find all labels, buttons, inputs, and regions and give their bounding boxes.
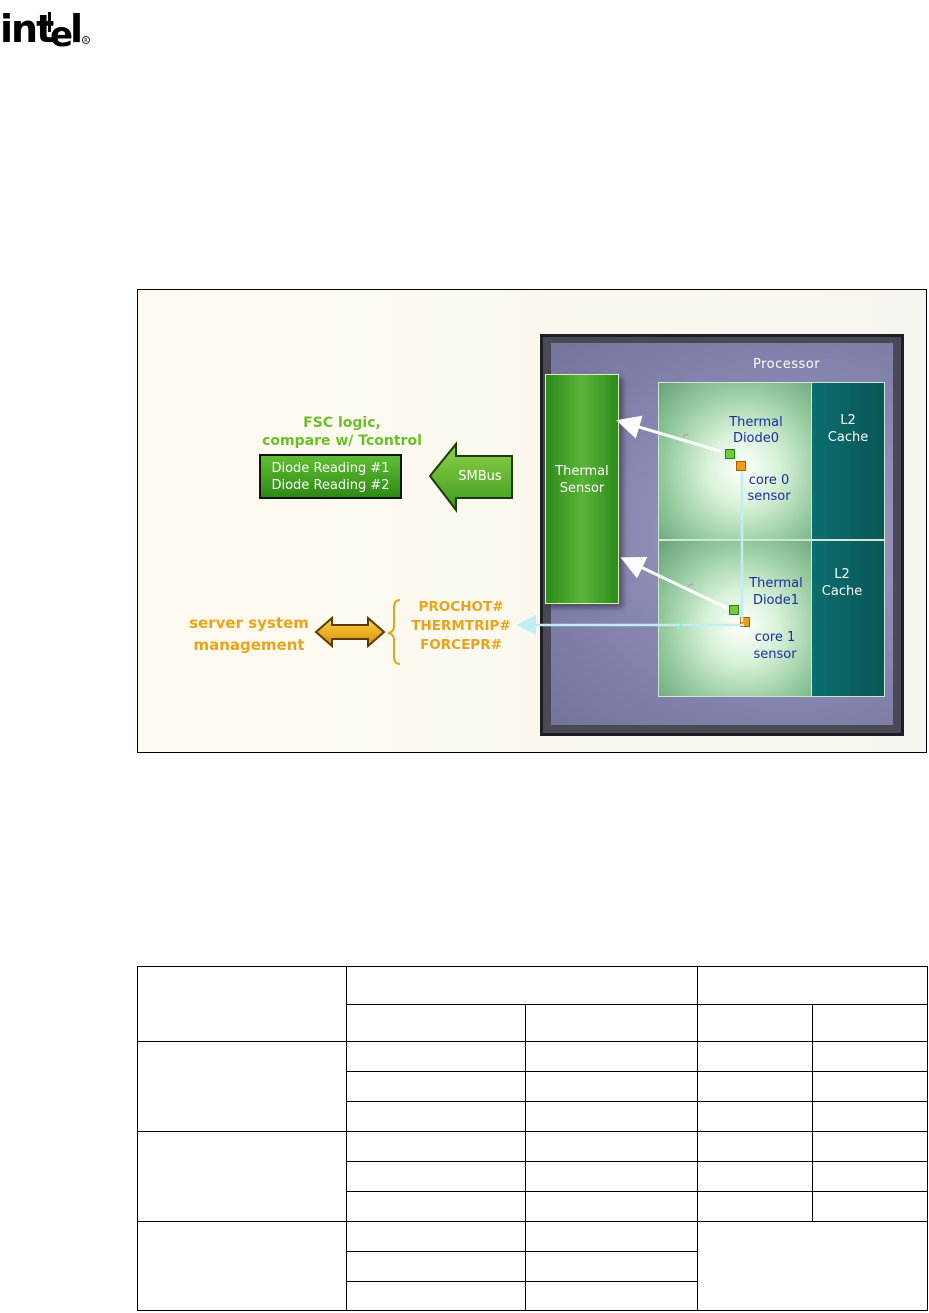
- core1-die: [658, 540, 812, 697]
- server-mgmt-line-1: server system: [189, 614, 309, 632]
- table-header-row-1: [137, 966, 928, 1042]
- svg-text:R: R: [84, 38, 88, 44]
- table-cell: [524, 1221, 699, 1252]
- table-cell: [524, 1251, 699, 1282]
- l2-cache-0-label-2: Cache: [827, 430, 869, 445]
- core0-die: [658, 382, 812, 540]
- table-cell: [697, 966, 928, 1005]
- table-cell: [137, 966, 347, 1042]
- spec-table: [137, 966, 928, 1311]
- table-cell: [524, 1281, 699, 1311]
- signal-thermtrip: THERMTRIP#: [411, 618, 511, 634]
- core1-diode-marker: [729, 605, 739, 615]
- table-cell: [812, 1161, 928, 1192]
- signal-forcepr: FORCEPR#: [420, 637, 502, 653]
- table-cell: [524, 1101, 699, 1132]
- figure-arrows: [314, 415, 744, 665]
- table-cell: [137, 1131, 347, 1222]
- table-cell: [697, 1191, 814, 1222]
- thermal-signals: PROCHOT# THERMTRIP# FORCEPR#: [406, 598, 516, 655]
- table-cell: [697, 1221, 928, 1311]
- core0-diode-marker: [725, 449, 735, 459]
- table-cell: [345, 1191, 526, 1222]
- l2-cache-0: [811, 382, 885, 540]
- table-cell: [812, 1191, 928, 1222]
- core0-diode-label-1: Thermal: [729, 415, 783, 430]
- table-cell: [345, 1071, 526, 1102]
- l2-cache-0-label-1: L2: [840, 413, 856, 428]
- table-row: [138, 1251, 928, 1282]
- svg-text:e: e: [50, 15, 73, 50]
- table-row: [138, 1071, 928, 1102]
- table-cell: [524, 1041, 699, 1072]
- table-cell: [812, 1071, 928, 1102]
- table-cell: [697, 1004, 814, 1042]
- table-row: [137, 1221, 928, 1311]
- table-row: [137, 1041, 928, 1132]
- table-cell: [812, 1101, 928, 1132]
- table-cell: [345, 1004, 526, 1042]
- server-mgmt-line-2: management: [193, 636, 305, 654]
- table-cell: [524, 1161, 699, 1192]
- table-row: [138, 1191, 928, 1222]
- table-row: [138, 1101, 928, 1132]
- table-header-row-2: [138, 1004, 928, 1042]
- core1-diode-label-1: Thermal: [749, 576, 803, 591]
- l2-cache-1-label-1: L2: [834, 567, 850, 582]
- table-cell: [812, 1041, 928, 1072]
- table-cell: [345, 1101, 526, 1132]
- table-cell: [345, 966, 699, 1005]
- l2-cache-1: [811, 540, 885, 697]
- diode-reading-2: Diode Reading #2: [271, 478, 390, 493]
- diode-reading-1: Diode Reading #1: [271, 461, 390, 476]
- table-cell: [345, 1161, 526, 1192]
- core0-diode-label-2: Diode0: [732, 431, 780, 446]
- fsc-title-line-2: compare w/ Tcontrol: [262, 433, 422, 449]
- table-cell: [524, 1131, 699, 1162]
- table-cell: [345, 1131, 526, 1162]
- table-cell: [697, 1041, 814, 1072]
- signal-prochot: PROCHOT#: [418, 599, 504, 615]
- thermal-sensor-label-2: Sensor: [559, 481, 605, 496]
- table-cell: [812, 1004, 928, 1042]
- processor-label: Processor: [753, 357, 821, 372]
- thermal-sensor-label-1: Thermal: [555, 464, 609, 479]
- thermal-figure: Processor Thermal Sensor Thermal Diode0 …: [137, 289, 927, 753]
- intel-logo: int e l R: [0, 7, 90, 50]
- core0-sensor-marker: [736, 461, 746, 471]
- table-cell: [697, 1161, 814, 1192]
- table-cell: [524, 1191, 699, 1222]
- table-cell: [812, 1131, 928, 1162]
- core1-sensor-label-2: sensor: [753, 647, 797, 662]
- core0-sensor-label-1: core 0: [748, 473, 790, 488]
- core1-sensor-label-1: core 1: [754, 630, 796, 645]
- table-cell: [137, 1041, 347, 1132]
- table-cell: [524, 1071, 699, 1102]
- table-cell: [697, 1131, 814, 1162]
- thermal-sensor-block: [545, 374, 619, 604]
- table-cell: [345, 1251, 526, 1282]
- server-system-management: server system management: [174, 612, 324, 656]
- diode-reading-box: Diode Reading #1 Diode Reading #2: [259, 454, 402, 499]
- svg-text:int: int: [0, 7, 54, 50]
- fsc-title-line-1: FSC logic,: [303, 415, 381, 431]
- table-cell: [524, 1004, 699, 1042]
- fsc-logic-title: FSC logic, compare w/ Tcontrol: [242, 414, 442, 450]
- svg-text:l: l: [70, 7, 83, 50]
- table-cell: [137, 1221, 347, 1311]
- table-row: [138, 1281, 928, 1311]
- core1-sensor-marker: [740, 617, 750, 627]
- table-cell: [345, 1281, 526, 1311]
- smbus-label: SMBus: [458, 469, 502, 484]
- core0-sensor-label-2: sensor: [747, 489, 791, 504]
- l2-cache-1-label-2: Cache: [821, 584, 863, 599]
- core1-diode-label-2: Diode1: [752, 593, 800, 608]
- table-cell: [345, 1221, 526, 1252]
- table-cell: [697, 1101, 814, 1132]
- table-row: [137, 1131, 928, 1222]
- table-cell: [697, 1071, 814, 1102]
- table-cell: [345, 1041, 526, 1072]
